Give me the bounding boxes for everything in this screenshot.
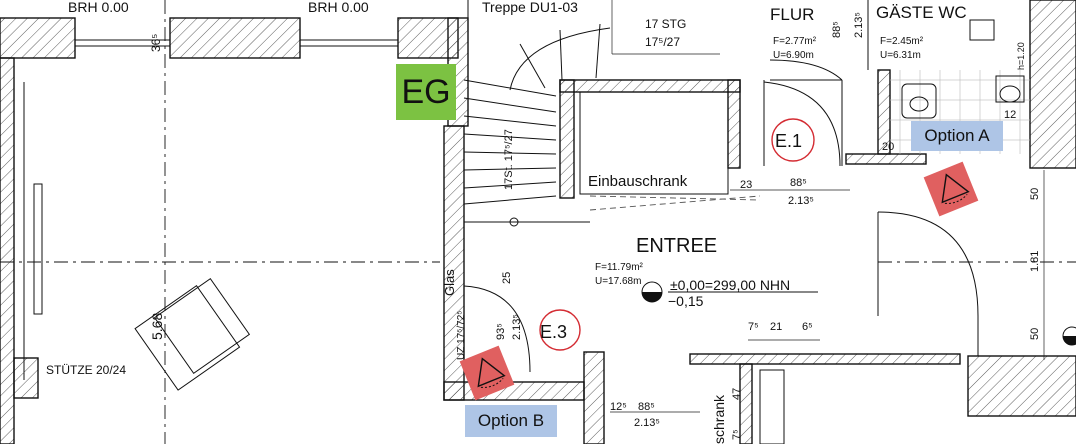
dim-88-e1: 88⁵ [790, 177, 807, 189]
door-swing-e3 [463, 285, 531, 373]
dim-6: 6⁵ [802, 321, 813, 333]
dim-50-bot: 50 [1029, 328, 1041, 340]
option-a-label[interactable]: Option A [911, 121, 1003, 151]
wall-einbauschrank [559, 79, 741, 93]
flur-area: F=2.77m² [773, 36, 817, 47]
door-swing-right [877, 211, 979, 317]
level-text-2: −0,15 [668, 293, 704, 309]
dim-213-b: 2.13⁵ [634, 417, 660, 429]
dim-23: 23 [740, 179, 752, 191]
einbauschrank-inner [579, 91, 729, 195]
einbauschrank-label: Einbauschrank [588, 173, 688, 190]
dim-47: 47 [731, 388, 743, 400]
treppe-label: Treppe DU1-03 [482, 0, 578, 15]
entree-area: F=11.79m² [595, 262, 644, 273]
stg-ratio: 17⁵/27 [645, 35, 680, 49]
dim-213-e3: 2.13⁵ [511, 314, 523, 340]
dim-93: 93⁵ [495, 323, 507, 340]
room-e1: E.1 [775, 131, 802, 151]
brh-right: BRH 0.00 [308, 0, 369, 15]
dim-181: 1.81 [1029, 251, 1041, 272]
wc-area: F=2.45m² [880, 36, 924, 47]
door-swing-e1 [763, 81, 841, 167]
dim-7b: 7⁵ [731, 429, 743, 440]
wc-washbasin [901, 83, 937, 119]
sensor-a-icon[interactable] [923, 161, 979, 217]
wall-wc-bottom [845, 153, 927, 165]
cabinet-lower [759, 369, 785, 444]
glas-label: Glas [442, 269, 457, 296]
wc-label: GÄSTE WC [876, 3, 967, 22]
dim-36: 36⁵ [149, 34, 163, 52]
room-e3: E.3 [540, 322, 567, 342]
stair-treads [463, 23, 611, 227]
column-rotated [134, 284, 241, 391]
stg-label: 17 STG [645, 17, 686, 31]
dim-213-e1: 2.13⁵ [788, 195, 814, 207]
dim-25: 25 [501, 272, 513, 284]
window-sash [33, 183, 43, 315]
wall-left [0, 57, 15, 444]
schrank-label: schrank [711, 394, 727, 444]
column-stuetze [13, 357, 39, 399]
sensor-b-icon[interactable] [459, 345, 515, 401]
dim-568: 5.68 [149, 313, 165, 340]
dim-12b: 12⁵ [610, 401, 627, 413]
dim-20: 20 [882, 141, 894, 153]
level-marker-fill [642, 292, 662, 302]
wall-right-lower [967, 355, 1076, 417]
entree-perim: U=17.68m [595, 276, 641, 287]
wall-top-left [0, 17, 76, 59]
level-text: ±0,00=299,00 NHN [670, 277, 790, 293]
flur-label: FLUR [770, 5, 814, 24]
wall-bottom-col [583, 351, 605, 444]
dim-120: h=1.20 [1016, 42, 1026, 70]
dim-88-flur: 88⁵ [831, 21, 843, 38]
room-circle-e3 [539, 309, 581, 351]
flur-perim: U=6.90m [773, 50, 814, 61]
eg-badge: EG [396, 64, 456, 120]
dim-12: 12 [1004, 109, 1016, 121]
brh-left: BRH 0.00 [68, 0, 129, 15]
wall-wc-right [1029, 0, 1076, 169]
stair-label-vertical: 17St. 17⁵/27 [503, 129, 515, 190]
entree-label: ENTREE [636, 235, 717, 257]
wall-top-mid [169, 17, 301, 59]
dim-uz: UZ 17⁵/72⁵ [456, 311, 467, 360]
dim-50-top: 50 [1029, 188, 1041, 200]
dim-88-b: 88⁵ [638, 401, 655, 413]
wc-perim: U=6.31m [880, 50, 921, 61]
dim-7a: 7⁵ [748, 321, 759, 333]
room-circle-e1 [771, 118, 815, 162]
option-b-label[interactable]: Option B [465, 405, 557, 437]
dim-21: 21 [770, 321, 782, 333]
dim-213-flur: 2.13⁵ [853, 12, 865, 38]
wall-partition-lower [689, 353, 961, 365]
door-swing-flur [769, 59, 843, 81]
stuetze-label: STÜTZE 20/24 [46, 363, 126, 377]
